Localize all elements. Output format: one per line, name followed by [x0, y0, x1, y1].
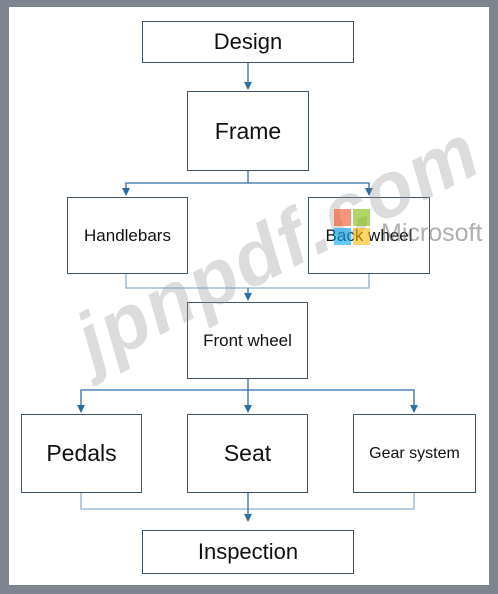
node-gear-system-label: Gear system — [369, 444, 460, 462]
node-seat: Seat — [187, 414, 308, 493]
arrow-frame-handlebars — [122, 171, 249, 196]
node-seat-label: Seat — [223, 440, 272, 466]
node-front-wheel-label: Front wheel — [203, 330, 292, 350]
node-design-label: Design — [213, 29, 283, 54]
line-back-wheel-front-wheel — [248, 273, 370, 289]
node-design: Design — [142, 21, 354, 63]
node-front-wheel: Front wheel — [187, 302, 308, 379]
node-gear-system: Gear system — [353, 414, 476, 493]
node-inspection: Inspection — [142, 530, 354, 574]
line-gear-system-inspection — [248, 493, 415, 510]
arrow-frame-back-wheel — [248, 182, 373, 196]
connector-layer — [77, 63, 418, 522]
line-pedals-inspection — [80, 493, 248, 510]
microsoft-logo-text: Microsoft — [381, 219, 483, 247]
node-handlebars-label: Handlebars — [84, 225, 171, 245]
arrow-front-wheel-gear-system — [248, 389, 418, 413]
node-frame: Frame — [187, 91, 309, 171]
node-inspection-label: Inspection — [197, 539, 299, 564]
diagram-canvas: Design Frame Handlebars Back wheel Front… — [9, 7, 494, 585]
node-pedals-label: Pedals — [46, 440, 117, 466]
arrow-front-wheel-pedals — [77, 389, 248, 413]
line-handlebars-front-wheel — [125, 273, 248, 289]
node-pedals: Pedals — [21, 414, 142, 493]
node-frame-label: Frame — [214, 117, 282, 144]
node-handlebars: Handlebars — [67, 197, 188, 274]
